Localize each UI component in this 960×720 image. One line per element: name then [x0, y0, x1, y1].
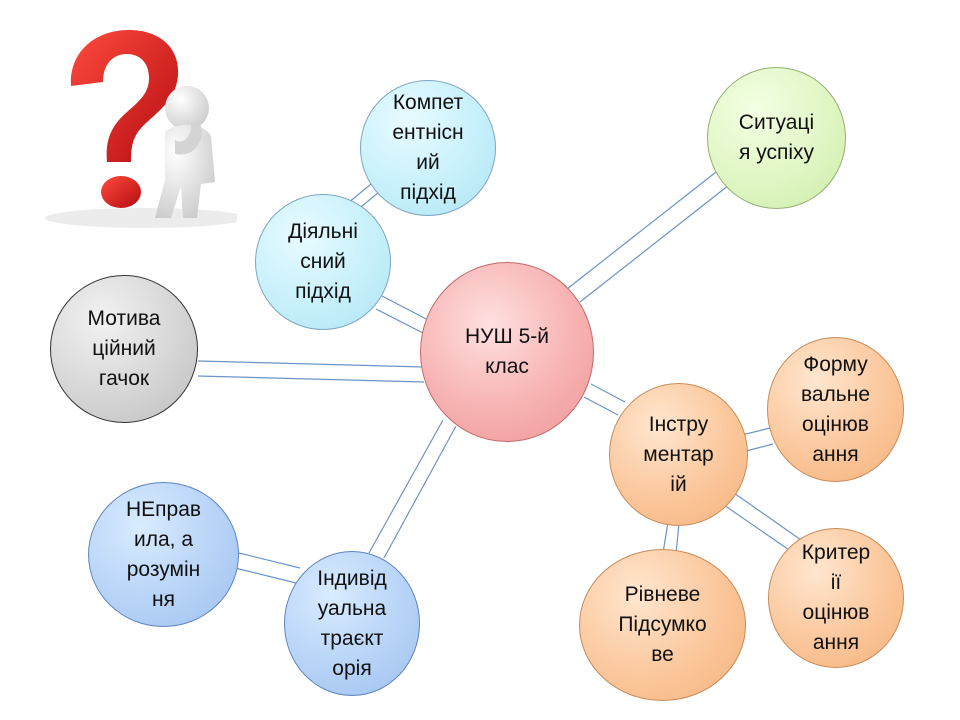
node-instrumentarii: Інстру ментар ій: [609, 383, 748, 526]
node-motyvatsiinyi-hachok: Мотива ційний гачок: [50, 275, 198, 423]
connector-center-instrumentarii: [583, 383, 626, 416]
node-rivneve-label: Рівневе Підсумко ве: [618, 583, 707, 666]
node-sytuatsii-label: Ситуаці я успіху: [738, 111, 815, 164]
node-indyvidualna-traiektoriia: Індивід уальна траєкт орія: [284, 551, 420, 696]
connector-center-indyvidualna: [368, 419, 457, 559]
connector-instrumentarii-kryterii: [723, 492, 802, 553]
connector-center-motyvatsiinyi: [197, 360, 425, 383]
node-center-label: НУШ 5-й клас: [465, 325, 549, 378]
node-nepravyla-rozuminnia: НЕправ ила, а розумін ня: [88, 482, 239, 627]
node-kryterii-otsiniuvannia: Критер ії оцінюв ання: [768, 528, 904, 668]
node-kryterii-label: Критер ії оцінюв ання: [801, 541, 871, 654]
node-formuvalne-label: Форму вальне оцінюв ання: [800, 352, 871, 466]
node-formuvalne-otsiniuvannia: Форму вальне оцінюв ання: [767, 337, 904, 482]
node-sytuatsiia-uspikhu: Ситуаці я успіху: [707, 67, 846, 209]
thinking-person-question-mark-icon: [45, 30, 237, 228]
node-motyvatsiinyi-label: Мотива ційний гачок: [87, 307, 161, 390]
node-nepravyla-label: НЕправ ила, а розумін ня: [125, 497, 202, 611]
node-indyvidualna-label: Індивід уальна траєкт орія: [317, 566, 387, 680]
node-kompetentnisnyi-label: Компет ентнісн ий підхід: [392, 91, 464, 204]
node-rivneve-pidsumkove: Рівневе Підсумко ве: [579, 549, 746, 701]
connector-instrumentarii-rivneve: [662, 521, 680, 555]
connector-indyvidualna-nepravyla: [234, 552, 301, 584]
node-instrumentarii-label: Інстру ментар ій: [643, 412, 714, 496]
connector-center-sytuatsii: [566, 171, 730, 303]
node-diialnisnyi-pidkhid: Діяльні сний підхід: [255, 194, 391, 330]
node-center-nush-5-klas: НУШ 5-й клас: [420, 262, 594, 442]
connector-center-diialnisnyi: [375, 295, 433, 336]
node-diialnisnyi-label: Діяльні сний підхід: [288, 220, 358, 303]
node-kompetentnisnyi-pidkhid: Компет ентнісн ий підхід: [360, 80, 496, 216]
